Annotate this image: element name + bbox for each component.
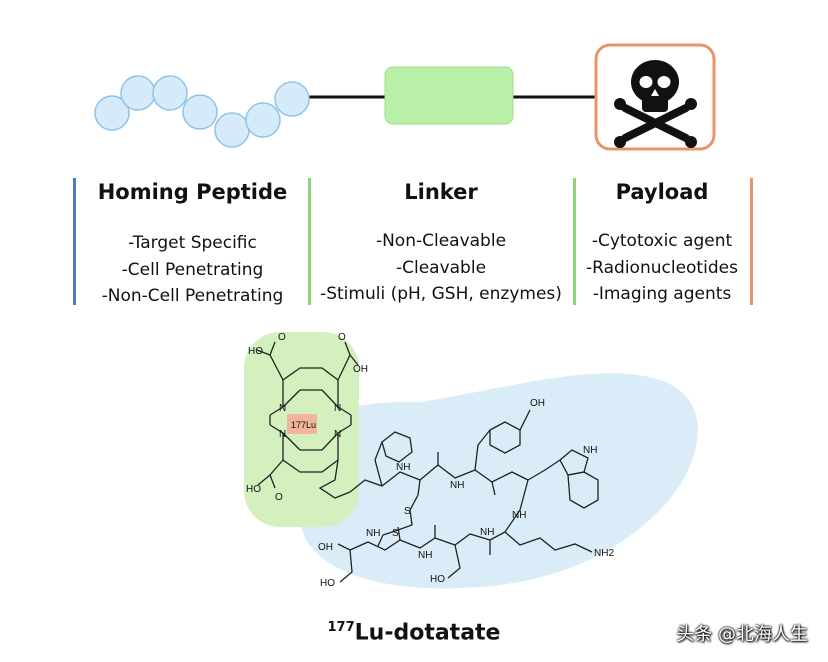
atom-label: OH: [353, 364, 368, 375]
skull-crossbones-icon: [614, 60, 697, 148]
atom-label: NH: [512, 510, 526, 521]
list-item: -Cell Penetrating: [121, 259, 264, 280]
figure-caption: 177Lu-dotatate: [0, 620, 828, 645]
atom-label: S: [404, 506, 411, 517]
caption-isotope: 177: [327, 620, 355, 635]
atom-label: NH: [450, 480, 464, 491]
list-item: -Cleavable: [395, 257, 487, 278]
atom-label: NH: [418, 550, 432, 561]
lu-dotatate-structure: HO O O OH N N N N 177Lu HO O NH NH NH S …: [244, 332, 698, 589]
list-item: -Non-Cleavable: [375, 231, 507, 251]
payload-title: Payload: [615, 180, 709, 204]
list-item: -Non-Cell Penetrating: [101, 286, 284, 306]
atom-label: NH: [480, 527, 494, 538]
atom-label: HO: [246, 484, 261, 495]
atom-label: NH: [396, 462, 410, 473]
watermark: 头条 @北海人生: [676, 624, 808, 645]
atom-label: N: [334, 403, 341, 414]
list-item: -Imaging agents: [592, 284, 732, 304]
peptide-highlight: [300, 373, 698, 589]
linker-list: -Non-Cleavable -Cleavable -Stimuli (pH, …: [312, 228, 570, 308]
atom-label: S: [392, 528, 399, 539]
conjugate-schematic: [94, 43, 716, 151]
atom-label: NH2: [594, 548, 614, 559]
atom-label: HO: [248, 346, 263, 357]
list-item: -Radionucleotides: [586, 257, 738, 278]
homing-peptide-beads: [94, 75, 310, 148]
linker-block: [384, 66, 514, 125]
atom-label: O: [278, 332, 286, 343]
atom-label: O: [275, 492, 283, 503]
linker-divider: [308, 178, 311, 305]
atom-label: NH: [583, 445, 597, 456]
payload-divider: [750, 178, 753, 305]
atom-label: OH: [318, 542, 333, 553]
homing-peptide-divider: [73, 178, 76, 305]
atom-label: O: [338, 332, 346, 343]
homing-peptide-title: Homing Peptide: [97, 180, 288, 204]
list-item: -Target Specific: [128, 233, 257, 253]
linker-title: Linker: [404, 180, 478, 204]
homing-peptide-list: -Target Specific -Cell Penetrating -Non-…: [80, 230, 305, 310]
linker-divider-right: [573, 178, 576, 305]
atom-label: N: [279, 403, 286, 414]
metal-label: 177Lu: [291, 420, 316, 430]
list-item: -Stimuli (pH, GSH, enzymes): [320, 284, 562, 304]
atom-label: N: [334, 429, 341, 440]
atom-label: HO: [320, 578, 335, 589]
atom-label: OH: [530, 398, 545, 409]
atom-label: N: [279, 429, 286, 440]
list-item: -Cytotoxic agent: [591, 231, 733, 251]
atom-labels: HO O O OH N N N N 177Lu HO O NH NH NH S …: [246, 332, 614, 589]
payload-list: -Cytotoxic agent -Radionucleotides -Imag…: [577, 228, 747, 308]
atom-label: HO: [430, 574, 445, 585]
metal-highlight: [287, 414, 317, 434]
atom-label: NH: [366, 528, 380, 539]
caption-name: Lu-dotatate: [354, 620, 501, 646]
